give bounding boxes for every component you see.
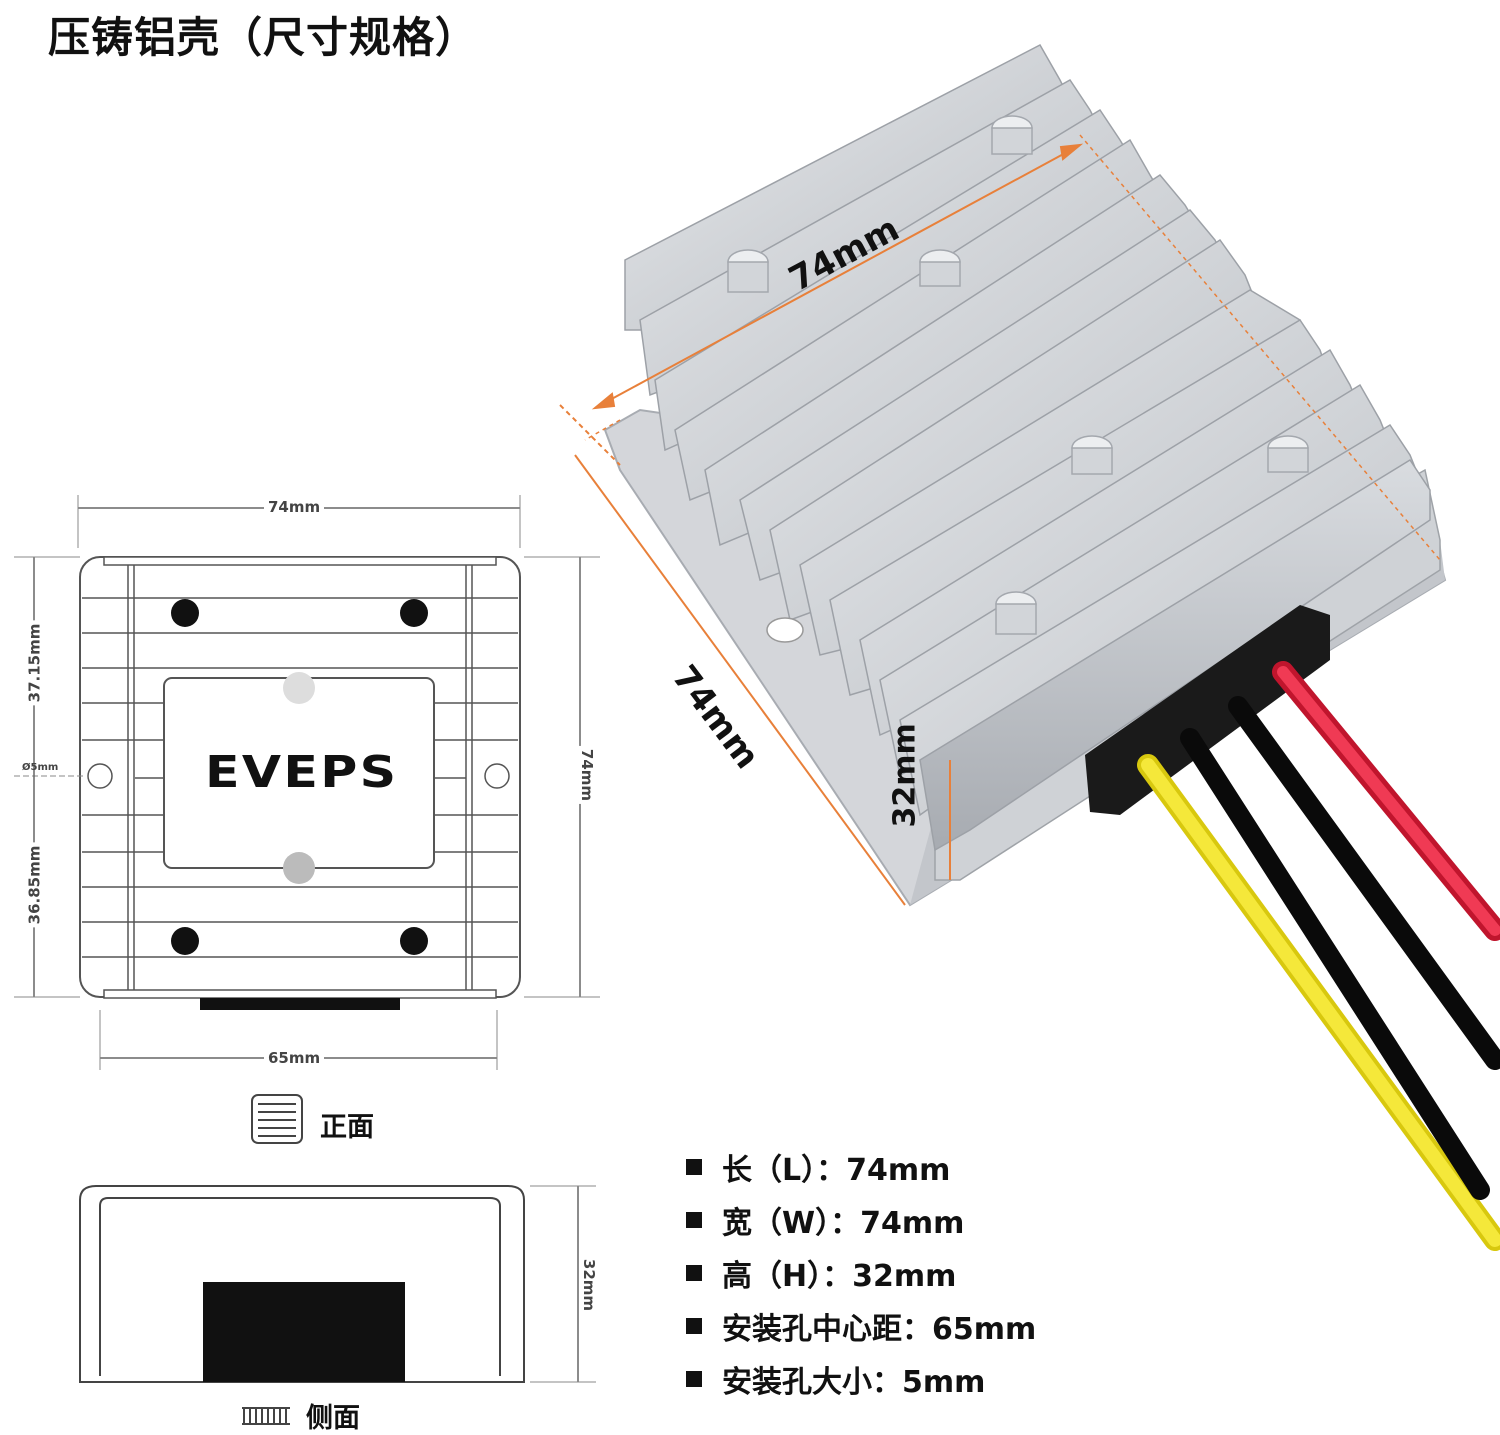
spec-item-length: 长（L）：74mm xyxy=(686,1140,1036,1193)
front-view-drawing xyxy=(14,495,600,1070)
front-right-label: 74mm xyxy=(578,745,597,805)
front-width-label: 74mm xyxy=(264,498,325,516)
front-view-caption: 正面 xyxy=(320,1112,374,1143)
front-mount-spacing-label: 65mm xyxy=(264,1049,325,1067)
side-view-icon xyxy=(242,1407,290,1425)
front-view-icon xyxy=(251,1094,303,1144)
spec-item-width: 宽（W）：74mm xyxy=(686,1193,1036,1246)
bullet-square-icon xyxy=(686,1264,702,1281)
spec-item-height: 高（H）：32mm xyxy=(686,1246,1036,1299)
page-title: 压铸铝壳（尺寸规格） xyxy=(48,13,479,62)
photo-height-label: 32mm xyxy=(887,723,923,828)
side-height-label: 32mm xyxy=(580,1255,599,1315)
spec-item-hole-spacing: 安装孔中心距：65mm xyxy=(686,1299,1036,1352)
front-left-bottom-label: 36.85mm xyxy=(25,842,44,928)
bullet-square-icon xyxy=(686,1317,702,1334)
side-view-drawing xyxy=(79,1185,596,1383)
product-photo xyxy=(559,44,1500,1251)
hole-diameter-label: Ø5mm xyxy=(22,762,59,773)
side-view-caption: 侧面 xyxy=(306,1403,360,1434)
front-left-top-label: 37.15mm xyxy=(25,620,44,706)
bullet-square-icon xyxy=(686,1370,702,1387)
bullet-square-icon xyxy=(686,1158,702,1175)
spec-list: 长（L）：74mm 宽（W）：74mm 高（H）：32mm 安装孔中心距：65m… xyxy=(686,1140,1036,1405)
spec-item-hole-size: 安装孔大小：5mm xyxy=(686,1352,1036,1405)
brand-logo: EVEPS xyxy=(205,747,399,798)
bullet-square-icon xyxy=(686,1211,702,1228)
